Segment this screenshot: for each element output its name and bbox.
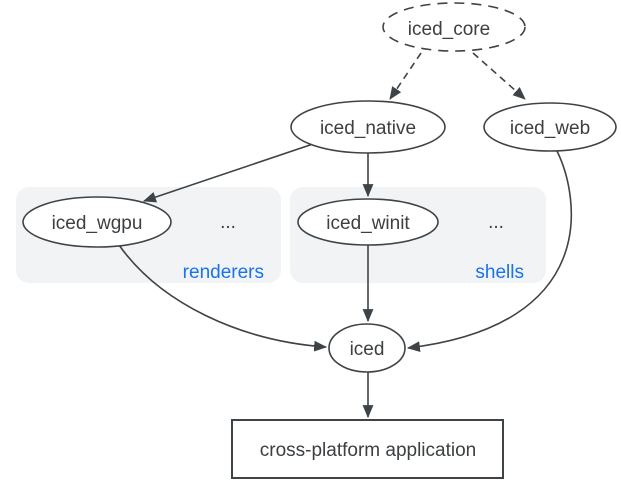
iced-core-ellipse <box>382 2 526 52</box>
app-label: cross-platform application <box>260 440 476 461</box>
iced-native-label: iced_native <box>320 118 416 139</box>
node-iced-web: iced_web <box>483 102 617 152</box>
node-iced-wgpu: iced_wgpu <box>22 196 172 248</box>
renderers-group-label: renderers <box>183 262 264 283</box>
node-iced-native: iced_native <box>290 100 446 154</box>
node-iced-winit: iced_winit <box>297 198 439 246</box>
iced-winit-label: iced_winit <box>326 213 410 234</box>
renderers-ellipsis: ... <box>220 212 236 233</box>
edge-native-to-wgpu <box>142 143 314 203</box>
iced-label: iced <box>350 339 385 360</box>
edge-web-to-iced <box>406 150 573 352</box>
iced-web-label: iced_web <box>510 118 590 139</box>
iced-core-label: iced_core <box>408 19 490 40</box>
iced-wgpu-ellipse <box>22 196 172 248</box>
edge-core-to-native <box>389 52 422 100</box>
node-iced-core: iced_core <box>382 2 526 52</box>
iced-winit-ellipse <box>297 198 439 246</box>
shells-ellipsis: ... <box>488 212 504 233</box>
node-iced: iced <box>328 323 406 373</box>
shells-group-label: shells <box>475 262 524 283</box>
iced-ellipse <box>328 323 406 373</box>
iced-wgpu-label: iced_wgpu <box>52 213 143 234</box>
iced-native-ellipse <box>290 100 446 154</box>
node-cross-platform-application: cross-platform application <box>231 419 504 479</box>
edge-core-to-web <box>472 52 526 100</box>
edge-wgpu-to-iced <box>118 244 328 352</box>
app-rectangle <box>231 419 504 479</box>
iced-web-ellipse <box>483 102 617 152</box>
